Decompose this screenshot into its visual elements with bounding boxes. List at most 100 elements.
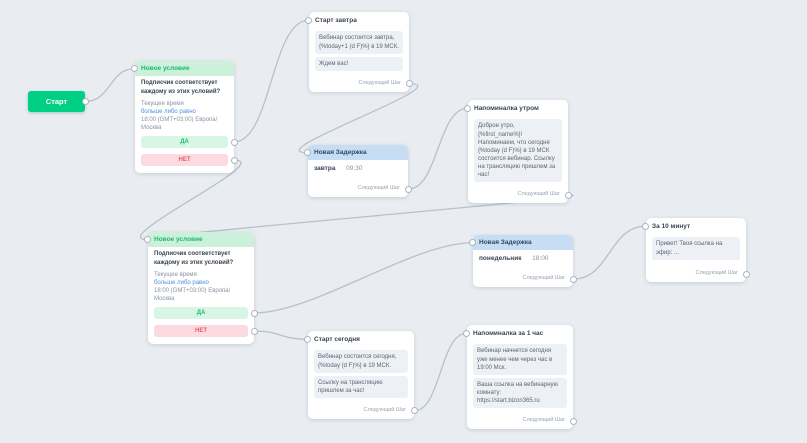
delay-when: понедельник xyxy=(479,255,522,263)
next-step-label: Следующий Шаг xyxy=(695,270,738,276)
message-node-ten-minutes[interactable]: За 10 минут Привет! Твоя ссылка на эфир:… xyxy=(642,218,750,282)
condition-node-header[interactable]: Новое условие xyxy=(144,232,254,248)
message-preview: Вебинар состоится завтра, {%today+1 (d F… xyxy=(309,28,409,75)
next-step-row[interactable]: Следующий Шаг xyxy=(309,76,413,92)
next-step-row[interactable]: Следующий Шаг xyxy=(308,181,412,197)
condition-no-branch[interactable]: НЕТ xyxy=(141,154,238,166)
next-step-row[interactable]: Следующий Шаг xyxy=(473,271,577,287)
node-title-row: Старт сегодня xyxy=(304,331,414,347)
message-bubble: Ваша ссылка на вебинарную комнату: https… xyxy=(473,377,567,408)
input-port[interactable] xyxy=(131,65,138,73)
yes-label: ДА xyxy=(196,310,206,316)
input-port[interactable] xyxy=(305,16,312,24)
node-title: Напоминалка утром xyxy=(474,105,539,112)
condition-node-1[interactable]: Новое условие Подписчик соответствует ка… xyxy=(131,61,238,173)
output-port[interactable] xyxy=(565,191,572,199)
message-node-morning-reminder[interactable]: Напоминалка утром Доброе утро, {%first_n… xyxy=(464,100,572,204)
message-node-hour-reminder[interactable]: Напоминалка за 1 час Вебинар начнется се… xyxy=(463,325,577,429)
yes-output-port[interactable] xyxy=(250,309,258,317)
connection-wire xyxy=(253,330,308,340)
message-bubble: Ссылку на трансляцию пришлем за час! xyxy=(314,375,408,398)
node-title-row: Напоминалка за 1 час xyxy=(463,325,573,341)
no-output-port[interactable] xyxy=(230,156,238,164)
condition-yes-branch[interactable]: ДА xyxy=(154,307,258,319)
next-step-label: Следующий Шаг xyxy=(363,406,406,413)
message-node-start-today[interactable]: Старт сегодня Вебинар состоится сегодня,… xyxy=(304,331,418,419)
node-title: Новая Задержка xyxy=(314,148,367,156)
node-title: Новое условие xyxy=(154,235,203,243)
node-title: Старт завтра xyxy=(315,17,357,24)
condition-node-2[interactable]: Новое условие Подписчик соответствует ка… xyxy=(144,232,258,344)
message-preview: Привет! Твоя ссылка на эфир: ... xyxy=(646,234,746,264)
message-bubble: Ждем вас! xyxy=(315,56,403,71)
message-node-start-tomorrow[interactable]: Старт завтра Вебинар состоится завтра, {… xyxy=(305,12,413,92)
node-title: Напоминалка за 1 час xyxy=(473,330,544,337)
condition-operator-link[interactable]: больше либо равно xyxy=(141,108,196,115)
no-output-port[interactable] xyxy=(250,327,258,335)
input-port[interactable] xyxy=(144,236,151,244)
condition-no-branch[interactable]: НЕТ xyxy=(154,325,258,337)
message-bubble: Вебинар состоится сегодня, {%today (d F)… xyxy=(314,350,408,373)
condition-field: Текущее время xyxy=(154,271,197,278)
node-title: Новая Задержка xyxy=(479,238,532,246)
no-label: НЕТ xyxy=(195,328,207,334)
connection-wire xyxy=(233,19,309,143)
yes-output-port[interactable] xyxy=(230,138,238,146)
condition-question: Подписчик соответствует каждому из этих … xyxy=(154,251,234,266)
no-label: НЕТ xyxy=(178,157,191,163)
delay-time: 09:30 xyxy=(346,165,363,173)
input-port[interactable] xyxy=(304,149,311,157)
output-port[interactable] xyxy=(411,407,418,415)
condition-value: 18:00 (GMT+03:00) Европа/Москва xyxy=(141,116,218,131)
input-port[interactable] xyxy=(642,222,649,230)
node-title: За 10 минут xyxy=(652,223,691,230)
delay-node-1[interactable]: Новая Задержка завтра 09:30 Следующий Ша… xyxy=(304,145,412,197)
next-step-label: Следующий Шаг xyxy=(357,185,400,191)
input-port[interactable] xyxy=(464,104,471,112)
condition-settings: Подписчик соответствует каждому из этих … xyxy=(135,76,234,134)
next-step-row[interactable]: Следующий Шаг xyxy=(308,403,418,419)
condition-node-header[interactable]: Новое условие xyxy=(131,61,234,77)
delay-settings: понедельник 18:00 xyxy=(473,250,573,267)
output-port[interactable] xyxy=(570,417,577,425)
condition-operator-link[interactable]: больше либо равно xyxy=(154,279,209,286)
next-step-row[interactable]: Следующий Шаг xyxy=(467,413,577,429)
next-step-label: Следующий Шаг xyxy=(358,79,401,86)
connection-wire xyxy=(408,107,468,190)
output-port[interactable] xyxy=(82,98,89,105)
next-step-label: Следующий Шаг xyxy=(522,417,565,423)
delay-time: 18:00 xyxy=(532,255,549,263)
delay-node-header[interactable]: Новая Задержка xyxy=(469,235,573,251)
delay-node-header[interactable]: Новая Задержка xyxy=(304,145,408,161)
next-step-row[interactable]: Следующий Шаг xyxy=(646,266,750,282)
output-port[interactable] xyxy=(743,270,750,278)
delay-node-2[interactable]: Новая Задержка понедельник 18:00 Следующ… xyxy=(469,235,577,287)
delay-settings: завтра 09:30 xyxy=(308,160,408,177)
condition-value: 18:00 (GMT+03:00) Европа/Москва xyxy=(154,287,231,302)
connection-wire xyxy=(298,83,419,154)
output-port[interactable] xyxy=(405,185,412,193)
output-port[interactable] xyxy=(406,80,413,88)
connection-wire xyxy=(85,68,135,103)
condition-settings: Подписчик соответствует каждому из этих … xyxy=(148,247,254,305)
next-step-label: Следующий Шаг xyxy=(522,275,565,281)
connection-wire xyxy=(253,242,473,314)
condition-yes-branch[interactable]: ДА xyxy=(141,136,238,148)
node-title: Старт сегодня xyxy=(314,336,360,343)
input-port[interactable] xyxy=(463,329,470,337)
message-preview: Вебинар начнется сегодня уже менее чем ч… xyxy=(467,341,573,413)
input-port[interactable] xyxy=(304,335,311,343)
input-port[interactable] xyxy=(469,239,476,247)
node-title-row: Напоминалка утром xyxy=(464,100,568,116)
yes-label: ДА xyxy=(180,139,189,145)
start-node[interactable]: Старт xyxy=(28,91,89,112)
message-bubble: Вебинар состоится завтра, {%today+1 (d F… xyxy=(315,31,403,54)
next-step-label: Следующий Шаг xyxy=(517,191,560,198)
output-port[interactable] xyxy=(570,275,577,283)
node-title-row: За 10 минут xyxy=(642,218,746,234)
node-title: Новое условие xyxy=(141,64,190,72)
message-bubble: Привет! Твоя ссылка на эфир: ... xyxy=(652,237,740,260)
next-step-row[interactable]: Следующий Шаг xyxy=(468,187,572,203)
connection-wire xyxy=(573,225,646,280)
